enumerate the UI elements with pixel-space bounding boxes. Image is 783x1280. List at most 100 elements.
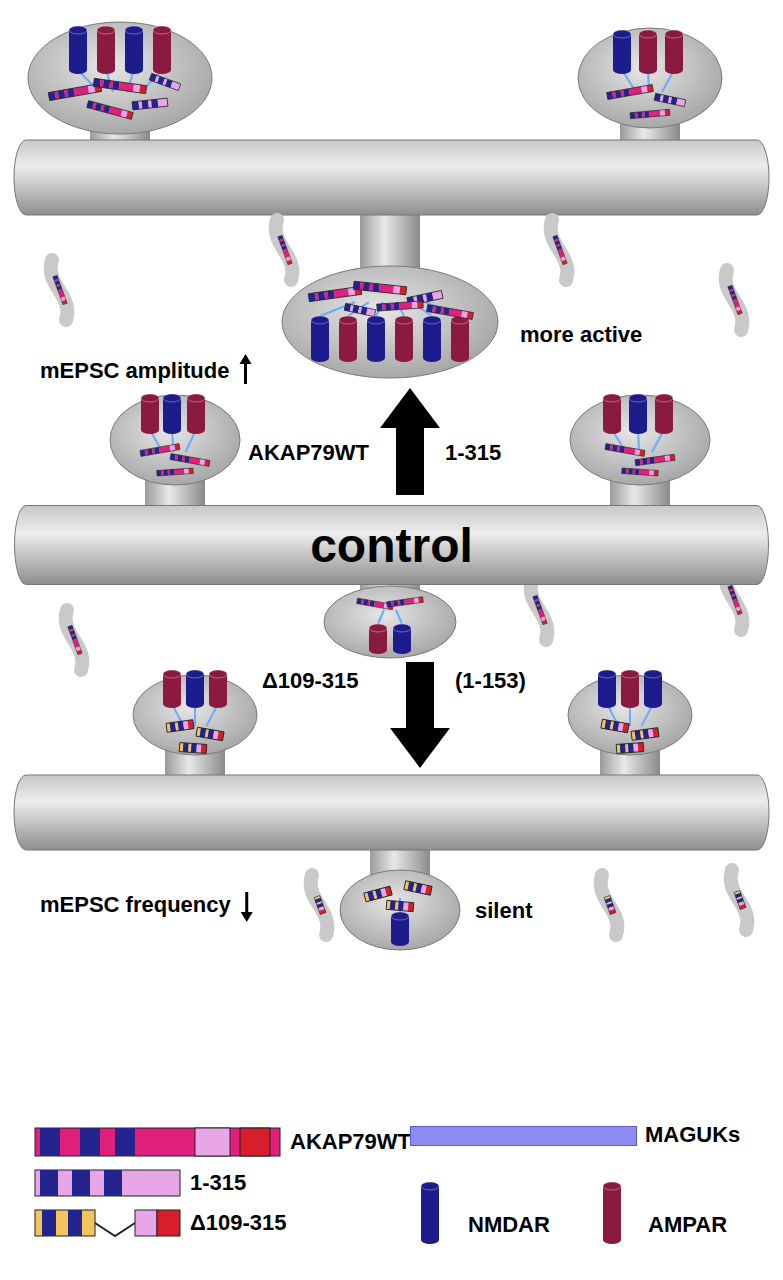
protein-outline [386, 900, 414, 911]
receptor-base [153, 66, 171, 74]
protein-domain [654, 470, 659, 476]
receptor-top [665, 30, 683, 38]
akap-protein [654, 93, 686, 106]
protein-domain [393, 303, 399, 310]
receptor-body [629, 398, 647, 430]
receptor-base [665, 66, 683, 74]
receptor-top [97, 26, 115, 34]
protein-domain [161, 470, 164, 476]
protein-outline [179, 743, 207, 754]
protein-outline [604, 896, 616, 915]
akap-protein [53, 275, 67, 304]
receptor-cylinder [153, 26, 171, 74]
protein-domain [133, 84, 140, 93]
receptor-cylinder [97, 26, 115, 74]
akap-protein [604, 896, 616, 915]
maguk-link [348, 302, 369, 316]
legend-swatch [418, 1180, 442, 1246]
receptor-top [421, 1182, 439, 1190]
receptor-base [598, 700, 616, 708]
akap-protein [344, 303, 376, 316]
akap-protein [616, 743, 644, 754]
receptor-cylinder [125, 26, 143, 74]
receptor-cylinder [367, 316, 385, 362]
receptor-body [639, 34, 657, 70]
legend-label: NMDAR [468, 1212, 550, 1238]
protein-outline [377, 301, 424, 311]
protein-domain [629, 86, 643, 95]
protein-outline [170, 454, 210, 467]
protein-outline [68, 625, 82, 654]
protein-domain [189, 457, 201, 465]
protein-outline [734, 891, 746, 910]
akap-protein [533, 595, 547, 624]
akap-protein [132, 98, 168, 110]
protein-domain [184, 468, 189, 474]
rect-shape [40, 1128, 60, 1156]
receptor-cylinder [187, 394, 205, 434]
legend-label: AMPAR [648, 1212, 727, 1238]
protein-domain [633, 743, 638, 752]
protein-domain [142, 100, 149, 109]
effect-label: mEPSC amplitude [40, 358, 229, 384]
protein-domain [637, 112, 642, 118]
protein-domain [443, 307, 450, 315]
receptor-base [141, 426, 159, 434]
protein-domain [635, 449, 641, 456]
protein-outline [364, 886, 392, 902]
protein-domain [630, 112, 635, 118]
protein-domain [398, 901, 404, 910]
cytosol-strip [276, 220, 293, 280]
receptor-top [367, 316, 385, 324]
akap-protein [635, 454, 675, 465]
receptor-base [209, 700, 227, 708]
protein-domain [377, 304, 383, 311]
protein-domain [382, 304, 385, 311]
legend-akap-wt [35, 1128, 280, 1156]
protein-domain [633, 469, 636, 475]
protein-domain [372, 283, 379, 292]
receptor-cylinder [603, 394, 621, 434]
receptor-base [613, 66, 631, 74]
cytosol-strip [531, 580, 548, 640]
akap-protein [553, 235, 567, 264]
receptor-body [665, 34, 683, 70]
akap-protein [93, 78, 146, 93]
rect-shape [35, 1170, 180, 1196]
legend-swatch [410, 1126, 637, 1146]
receptor-cylinder [395, 316, 413, 362]
receptor-body [613, 34, 631, 70]
receptor-cylinder [163, 670, 181, 708]
protein-outline [427, 305, 474, 320]
protein-outline [53, 275, 67, 304]
rect-shape [72, 1170, 90, 1196]
receptor-base [621, 700, 639, 708]
protein-domain [619, 446, 625, 453]
protein-domain [147, 448, 153, 455]
receptor-base [629, 426, 647, 434]
receptor-cylinder [421, 1182, 439, 1244]
protein-domain [318, 291, 325, 300]
protein-domain [665, 109, 670, 115]
protein-domain [58, 90, 66, 99]
protein-outline [728, 285, 742, 314]
receptor-cylinder [451, 316, 469, 362]
dendrite-band: control [14, 505, 769, 585]
receptor-top [621, 670, 639, 678]
protein-outline [149, 73, 180, 90]
spine-head [28, 22, 212, 134]
protein-domain [435, 306, 442, 314]
spine-head [570, 395, 710, 485]
protein-domain [385, 303, 391, 310]
receptor-top [639, 30, 657, 38]
protein-domain [196, 744, 201, 753]
cytosol-strip [51, 260, 68, 320]
protein-domain [168, 470, 171, 476]
receptor-cylinder [311, 316, 329, 362]
receptor-top [629, 394, 647, 402]
construct-label: AKAP79WT [248, 440, 369, 466]
protein-domain [649, 470, 654, 476]
receptor-base [339, 354, 357, 362]
receptor-cylinder [186, 670, 204, 708]
